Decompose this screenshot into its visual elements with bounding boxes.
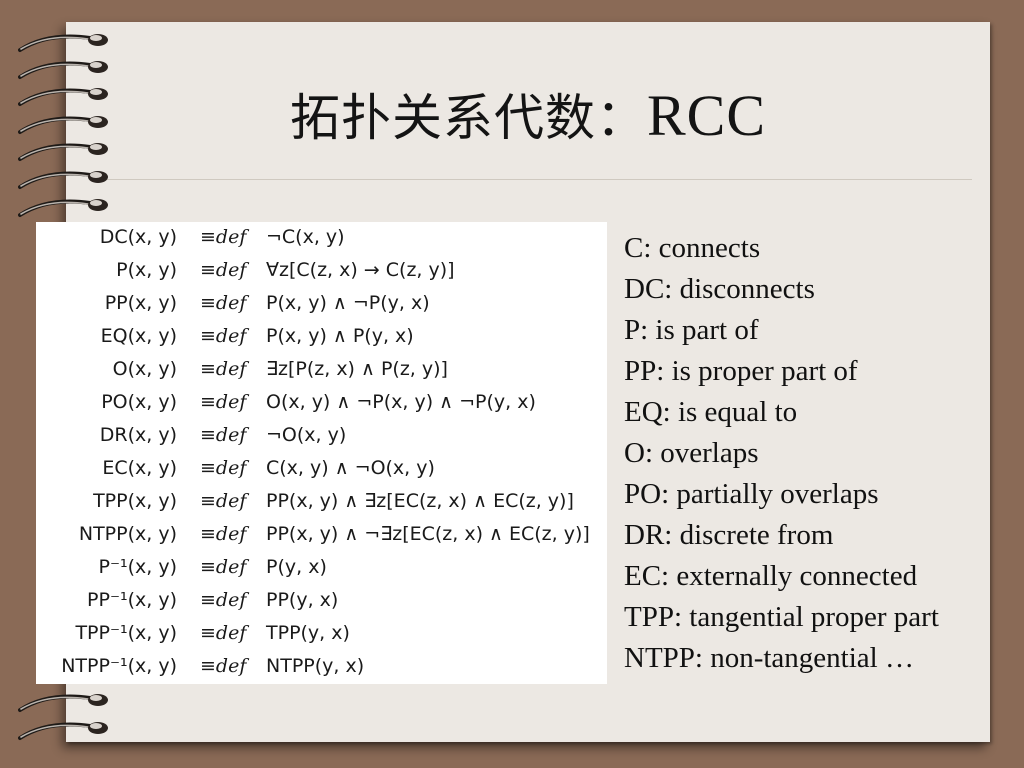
definition-rhs: PP(x, y) ∧ ¬∃z[EC(z, x) ∧ EC(z, y)] xyxy=(266,523,590,545)
definition-rhs: C(x, y) ∧ ¬O(x, y) xyxy=(266,457,435,479)
spiral-binding-ring-icon xyxy=(18,116,108,134)
definition-lhs: TPP(x, y) xyxy=(93,490,177,512)
definition-rhs: ¬O(x, y) xyxy=(266,424,347,446)
glossary-item: TPP: tangential proper part xyxy=(624,601,939,633)
glossary-item: P: is part of xyxy=(624,314,759,346)
definition-operator: ≡def xyxy=(200,556,247,578)
definition-row: PP(x, y) ≡def P(x, y) ∧ ¬P(y, x) xyxy=(36,290,607,322)
spiral-binding-ring-icon xyxy=(18,199,108,217)
glossary-item: EC: externally connected xyxy=(624,560,918,592)
definition-row: TPP(x, y) ≡def PP(x, y) ∧ ∃z[EC(z, x) ∧ EC… xyxy=(36,488,607,520)
definition-rhs: ¬C(x, y) xyxy=(266,226,345,248)
definition-lhs: DR(x, y) xyxy=(99,424,177,446)
definition-lhs: EQ(x, y) xyxy=(100,325,177,347)
definition-rhs: PP(y, x) xyxy=(266,589,339,611)
definition-row: EQ(x, y) ≡def P(x, y) ∧ P(y, x) xyxy=(36,323,607,355)
definition-lhs: P⁻¹(x, y) xyxy=(98,556,178,578)
definition-rhs: P(x, y) ∧ ¬P(y, x) xyxy=(266,292,430,314)
definition-operator: ≡def xyxy=(200,226,247,248)
definition-rhs: NTPP(y, x) xyxy=(266,655,365,677)
definition-lhs: PO(x, y) xyxy=(101,391,177,413)
definition-rhs: P(x, y) ∧ P(y, x) xyxy=(266,325,414,347)
definition-row: PO(x, y) ≡def O(x, y) ∧ ¬P(x, y) ∧ ¬P(y, x… xyxy=(36,389,607,421)
definition-lhs: EC(x, y) xyxy=(102,457,177,479)
definition-operator: ≡def xyxy=(200,622,247,644)
glossary-item: PO: partially overlaps xyxy=(624,478,879,510)
definition-row: NTPP(x, y) ≡def PP(x, y) ∧ ¬∃z[EC(z, x) ∧ … xyxy=(36,521,607,553)
title-divider xyxy=(106,179,972,180)
definition-rhs: PP(x, y) ∧ ∃z[EC(z, x) ∧ EC(z, y)] xyxy=(266,490,574,512)
spiral-binding-ring-icon xyxy=(18,143,108,161)
definition-operator: ≡def xyxy=(200,457,247,479)
definition-row: EC(x, y) ≡def C(x, y) ∧ ¬O(x, y) xyxy=(36,455,607,487)
definition-row: DC(x, y) ≡def ¬C(x, y) xyxy=(36,224,607,256)
definition-rhs: O(x, y) ∧ ¬P(x, y) ∧ ¬P(y, x) xyxy=(266,391,536,413)
spiral-binding-ring-icon xyxy=(18,88,108,106)
title-latin: RCC xyxy=(646,83,767,148)
definition-row: DR(x, y) ≡def ¬O(x, y) xyxy=(36,422,607,454)
definition-lhs: NTPP⁻¹(x, y) xyxy=(61,655,177,677)
glossary-item: C: connects xyxy=(624,232,761,264)
definition-lhs: PP(x, y) xyxy=(104,292,177,314)
spiral-binding-ring-icon xyxy=(18,694,108,712)
definition-operator: ≡def xyxy=(200,655,247,677)
definition-operator: ≡def xyxy=(200,358,247,380)
glossary-item: O: overlaps xyxy=(624,437,759,469)
definition-rhs: TPP(y, x) xyxy=(266,622,350,644)
spiral-binding-ring-icon xyxy=(18,34,108,52)
definition-lhs: TPP⁻¹(x, y) xyxy=(75,622,177,644)
definition-lhs: NTPP(x, y) xyxy=(78,523,177,545)
definition-rhs: ∀z[C(z, x) → C(z, y)] xyxy=(266,259,455,281)
definition-row: O(x, y) ≡def ∃z[P(z, x) ∧ P(z, y)] xyxy=(36,356,607,388)
title-cjk: 拓扑关系代数： xyxy=(289,89,647,147)
glossary-list: C: connects DC: disconnects P: is part o… xyxy=(624,228,939,679)
definition-rhs: P(y, x) xyxy=(266,556,327,578)
definition-operator: ≡def xyxy=(200,259,247,281)
definition-operator: ≡def xyxy=(200,325,247,347)
definition-lhs: PP⁻¹(x, y) xyxy=(87,589,177,611)
definition-operator: ≡def xyxy=(200,391,247,413)
slide: 拓扑关系代数：RCC DC(x, y) ≡def ¬C(x, y) P(x, y) ≡… xyxy=(36,22,990,742)
glossary-item: DR: discrete from xyxy=(624,519,834,551)
glossary-item: EQ: is equal to xyxy=(624,396,798,428)
definition-operator: ≡def xyxy=(200,523,247,545)
definition-operator: ≡def xyxy=(200,424,247,446)
definition-row: NTPP⁻¹(x, y) ≡def NTPP(y, x) xyxy=(36,653,607,685)
definitions-table: DC(x, y) ≡def ¬C(x, y) P(x, y) ≡def ∀z[C(z, … xyxy=(36,222,607,684)
definition-rhs: ∃z[P(z, x) ∧ P(z, y)] xyxy=(266,358,448,380)
definition-operator: ≡def xyxy=(200,589,247,611)
definition-operator: ≡def xyxy=(200,292,247,314)
spiral-binding-ring-icon xyxy=(18,61,108,79)
definition-operator: ≡def xyxy=(200,490,247,512)
definition-lhs: O(x, y) xyxy=(112,358,177,380)
glossary-item: DC: disconnects xyxy=(624,273,815,305)
definition-row: P(x, y) ≡def ∀z[C(z, x) → C(z, y)] xyxy=(36,257,607,289)
glossary-item: PP: is proper part of xyxy=(624,355,858,387)
spiral-binding-ring-icon xyxy=(18,171,108,189)
definition-lhs: DC(x, y) xyxy=(99,226,177,248)
definition-row: P⁻¹(x, y) ≡def P(y, x) xyxy=(36,554,607,586)
definition-row: TPP⁻¹(x, y) ≡def TPP(y, x) xyxy=(36,620,607,652)
definition-row: PP⁻¹(x, y) ≡def PP(y, x) xyxy=(36,587,607,619)
definition-lhs: P(x, y) xyxy=(116,259,177,281)
glossary-item: NTPP: non-tangential … xyxy=(624,642,914,674)
spiral-binding-ring-icon xyxy=(18,722,108,740)
slide-title: 拓扑关系代数：RCC xyxy=(66,78,990,150)
